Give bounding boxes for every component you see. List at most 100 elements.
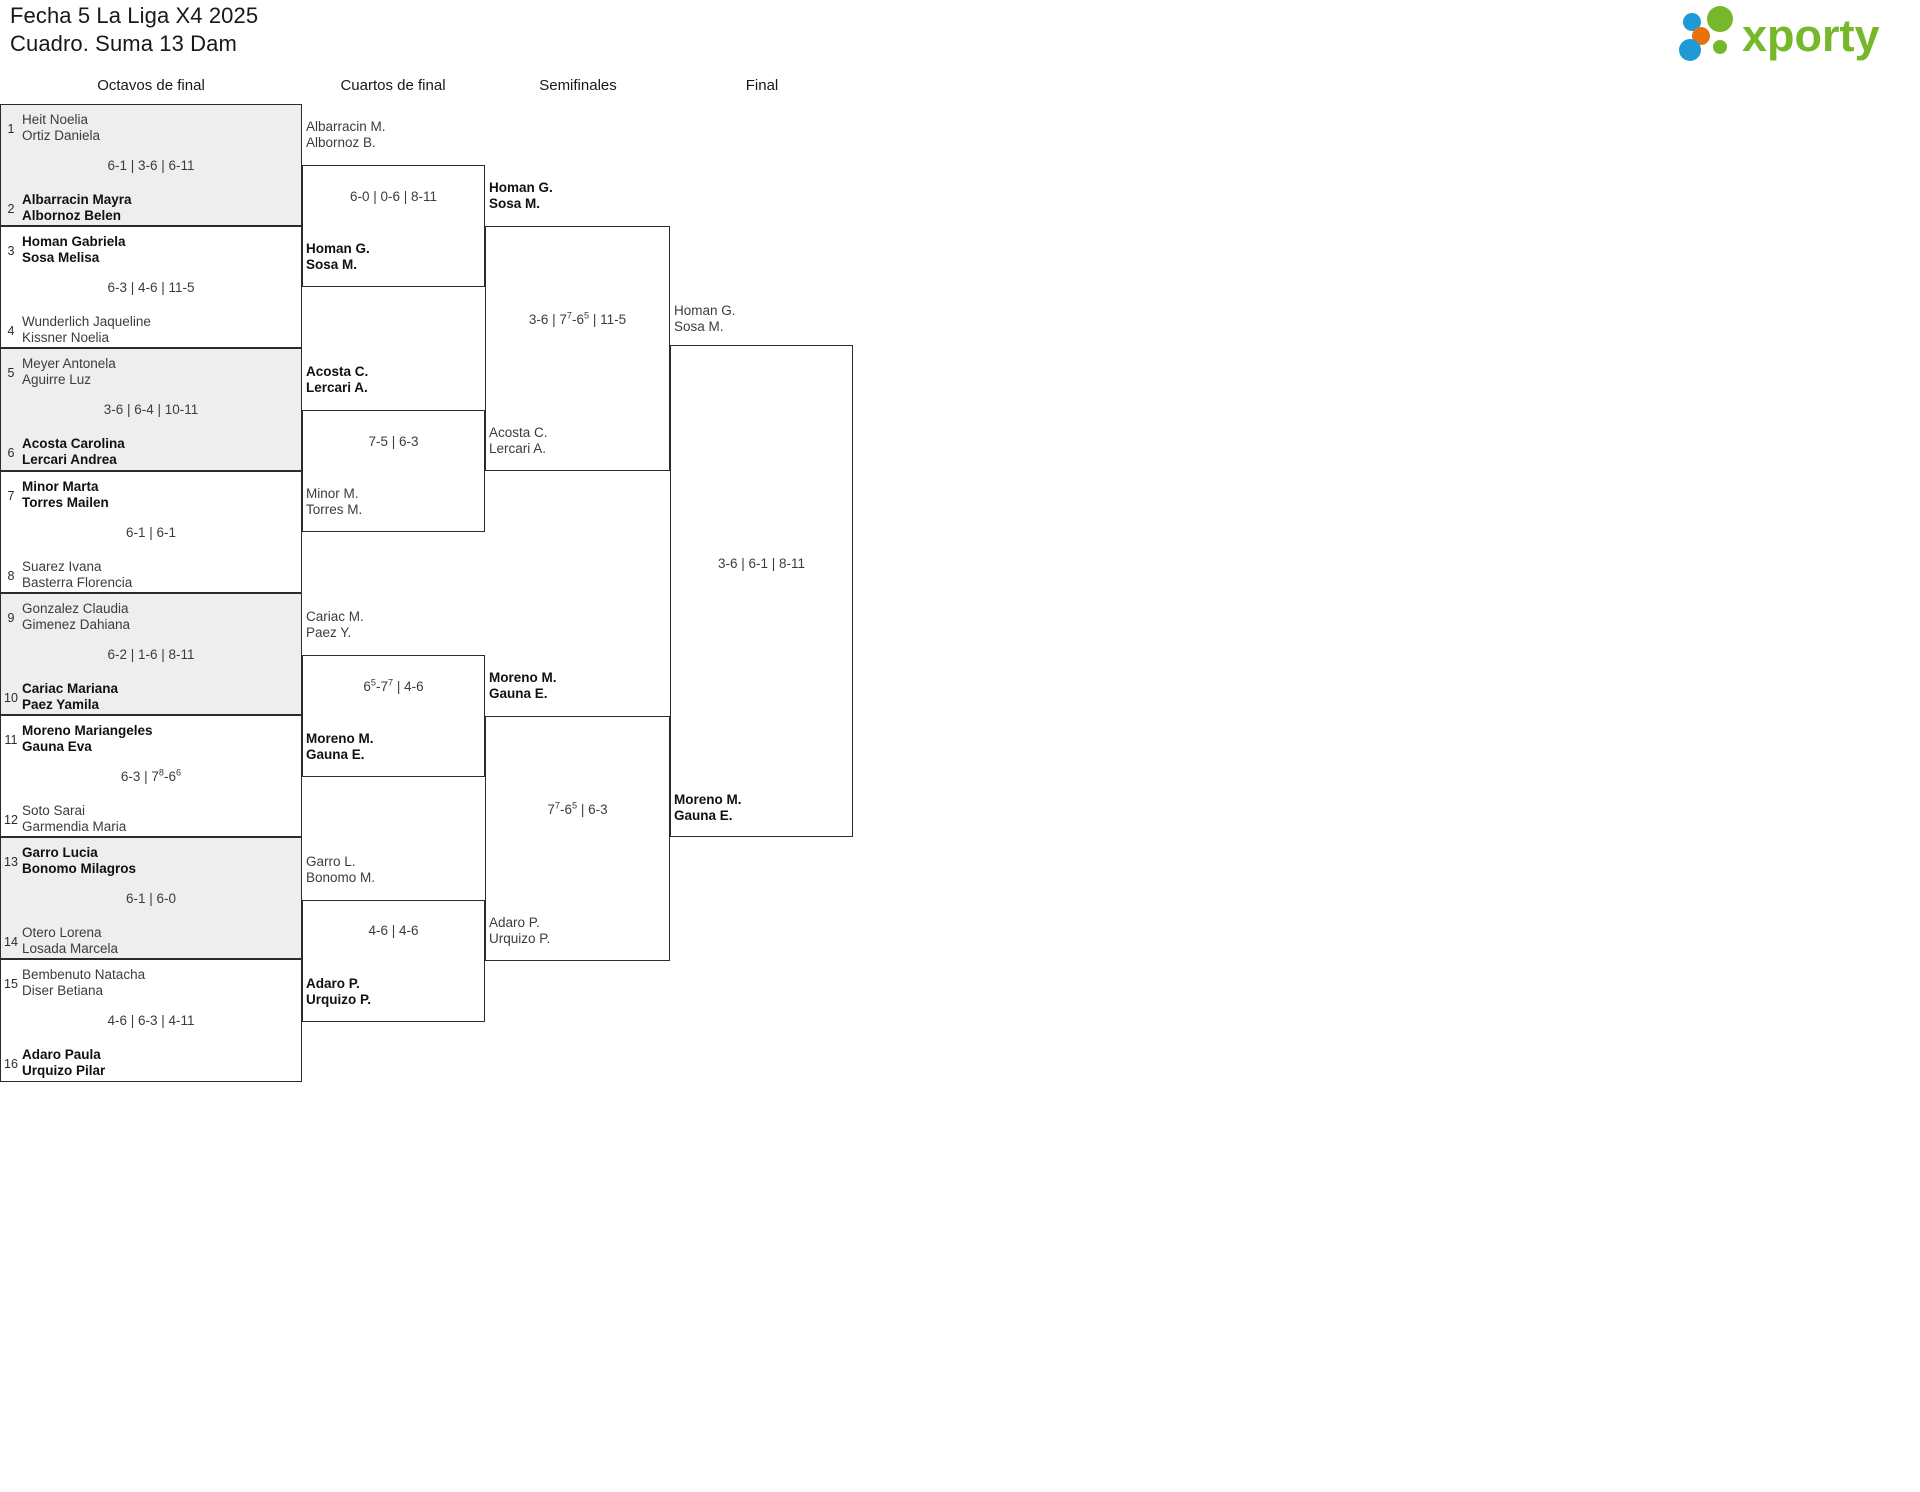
seed-number: 1	[7, 121, 15, 136]
qf-match-3-box	[302, 655, 485, 777]
seed-number: 14	[4, 935, 18, 950]
r16-match-3-score: 3-6 | 6-4 | 10-11	[103, 402, 199, 418]
player-name-2: Gauna Eva	[22, 738, 92, 754]
player-name-1: Meyer Antonela	[22, 356, 116, 372]
player-name-1: Moreno M.	[306, 731, 374, 746]
sf-match-2-box	[485, 716, 670, 961]
seed-number: 10	[4, 690, 18, 705]
player-name-1: Wunderlich Jaqueline	[22, 314, 151, 330]
seed-number: 5	[7, 366, 15, 381]
player-name-2: Paez Y.	[306, 624, 352, 640]
round-header-qf: Cuartos de final	[340, 77, 446, 94]
r16-match-7[interactable]	[0, 837, 302, 960]
player-name-2: Sosa Melisa	[22, 250, 100, 266]
r16-match-6[interactable]	[0, 715, 302, 838]
qf-match-4-box	[302, 900, 485, 1022]
r16-match-3[interactable]	[0, 348, 302, 471]
player-name-1: Albarracin Mayra	[22, 192, 132, 207]
sf-match-2-score: 77-65 | 6-3	[547, 800, 608, 817]
r16-match-5-score: 6-2 | 1-6 | 8-11	[107, 646, 195, 662]
player-name-1: Garro Lucia	[22, 845, 98, 861]
player-name-2: Albornoz B.	[306, 134, 376, 150]
seed-number: 15	[4, 977, 18, 992]
player-name-2: Paez Yamila	[22, 696, 100, 712]
r16-match-2[interactable]	[0, 226, 302, 349]
player-name-1: Adaro P.	[489, 915, 540, 930]
player-name-1: Suarez Ivana	[22, 558, 102, 574]
player-name-2: Kissner Noelia	[22, 330, 110, 346]
f-match-1-team-bottom[interactable]: Moreno M.Gauna E.	[674, 792, 742, 824]
player-name-2: Lercari Andrea	[22, 452, 117, 468]
player-name-2: Sosa M.	[306, 256, 358, 272]
player-name-2: Urquizo P.	[489, 930, 551, 946]
f-match-1-box	[670, 345, 853, 837]
sf-match-1-team-top[interactable]: Homan G.Sosa M.	[489, 180, 553, 212]
seed-number: 8	[7, 568, 15, 583]
sf-match-2-team-top[interactable]: Moreno M.Gauna E.	[489, 670, 557, 702]
r16-match-5[interactable]	[0, 592, 302, 715]
player-name-2: Ortiz Daniela	[22, 127, 101, 143]
qf-match-3-team-bottom[interactable]: Moreno M.Gauna E.	[306, 731, 374, 763]
f-match-1-team-top[interactable]: Homan G.Sosa M.	[674, 303, 736, 335]
sf-match-2-team-bottom[interactable]: Adaro P.Urquizo P.	[489, 915, 550, 947]
player-name-2: Diser Betiana	[22, 983, 104, 999]
r16-match-6-score: 6-3 | 78-66	[120, 767, 182, 784]
qf-match-3-team-top[interactable]: Cariac M.Paez Y.	[306, 609, 364, 641]
player-name-1: Adaro Paula	[22, 1047, 101, 1063]
seed-number: 13	[4, 855, 18, 870]
player-name-1: Bembenuto Natacha	[22, 967, 146, 983]
svg-text:xporty: xporty	[1742, 10, 1880, 61]
r16-match-8[interactable]	[0, 959, 302, 1082]
qf-match-2-team-top[interactable]: Acosta C.Lercari A.	[306, 364, 368, 396]
qf-match-2-team-bottom[interactable]: Minor M.Torres M.	[306, 486, 362, 518]
qf-match-1-team-top[interactable]: Albarracin M.Albornoz B.	[306, 119, 386, 151]
round-header-r16: Octavos de final	[97, 77, 205, 94]
r16-match-4[interactable]	[0, 470, 302, 593]
qf-match-1-team-bottom[interactable]: Homan G.Sosa M.	[306, 241, 370, 273]
player-name-1: Homan G.	[489, 180, 553, 195]
qf-match-4-team-top[interactable]: Garro L.Bonomo M.	[306, 854, 375, 886]
player-name-1: Homan Gabriela	[22, 234, 126, 250]
r16-match-1[interactable]	[0, 104, 302, 227]
qf-match-2-box	[302, 410, 485, 532]
qf-match-4-score: 4-6 | 4-6	[368, 923, 419, 938]
player-name-2: Gauna E.	[306, 746, 365, 762]
player-name-2: Torres M.	[306, 501, 363, 517]
player-name-2: Gimenez Dahiana	[22, 616, 131, 632]
qf-match-4-team-bottom[interactable]: Adaro P.Urquizo P.	[306, 976, 371, 1008]
sf-match-1-team-bottom[interactable]: Acosta C.Lercari A.	[489, 425, 548, 457]
